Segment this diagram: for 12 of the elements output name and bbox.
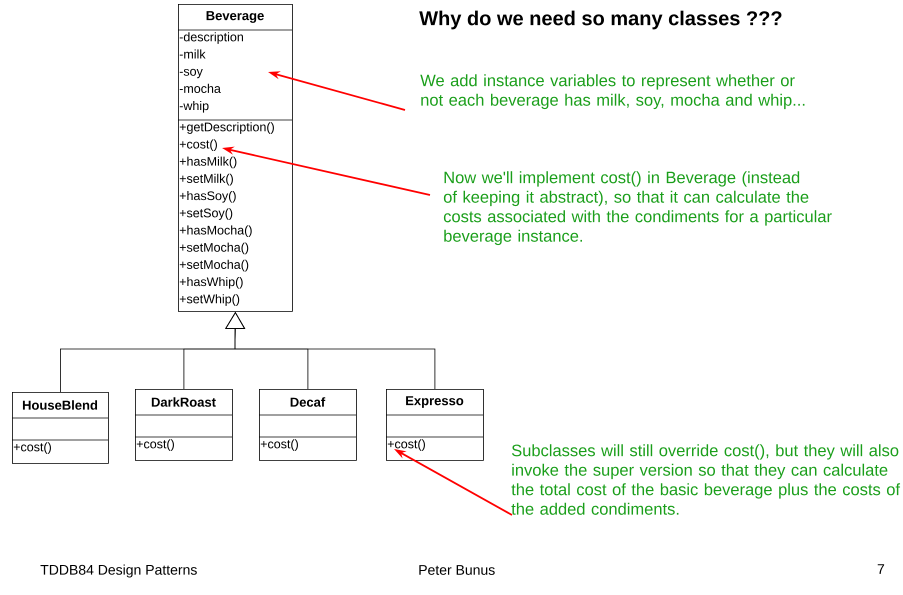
footer-text: 7 <box>878 564 884 574</box>
class-box: Decaf +cost() <box>258 389 357 461</box>
note-text: Subclasses will still override cost(), but they will also invoke the super version so that they can calculate the total cost of the basic beverage plus the costs of the added condiments. <box>511 444 900 515</box>
class-box: Expresso +cost() <box>386 389 484 461</box>
class-box: DarkRoast +cost() <box>134 389 233 461</box>
class-box: HouseBlend +cost() <box>12 392 109 464</box>
note-text: We add instance variables to represent whether or not each beverage has milk, soy, mocha and whip... <box>420 74 804 110</box>
footer-text: Peter Bunus <box>419 565 495 575</box>
footer-text: TDDB84 Design Patterns <box>40 564 197 578</box>
title: Why do we need so many classes ??? <box>419 10 782 30</box>
note-text: Now we'll implement cost() in Beverage (instead of keeping it abstract), so that it can calculate the costs associated with the condiments for a particular beverage instance. <box>444 171 832 246</box>
class-box: Beverage -description -milk -soy -mocha -whip +getDescription() +cost() +hasMilk() +setMilk() +hasSoy() +setSoy() +hasMocha() +setMocha() +setMocha() +hasWhip() +setWhip() <box>178 4 293 312</box>
